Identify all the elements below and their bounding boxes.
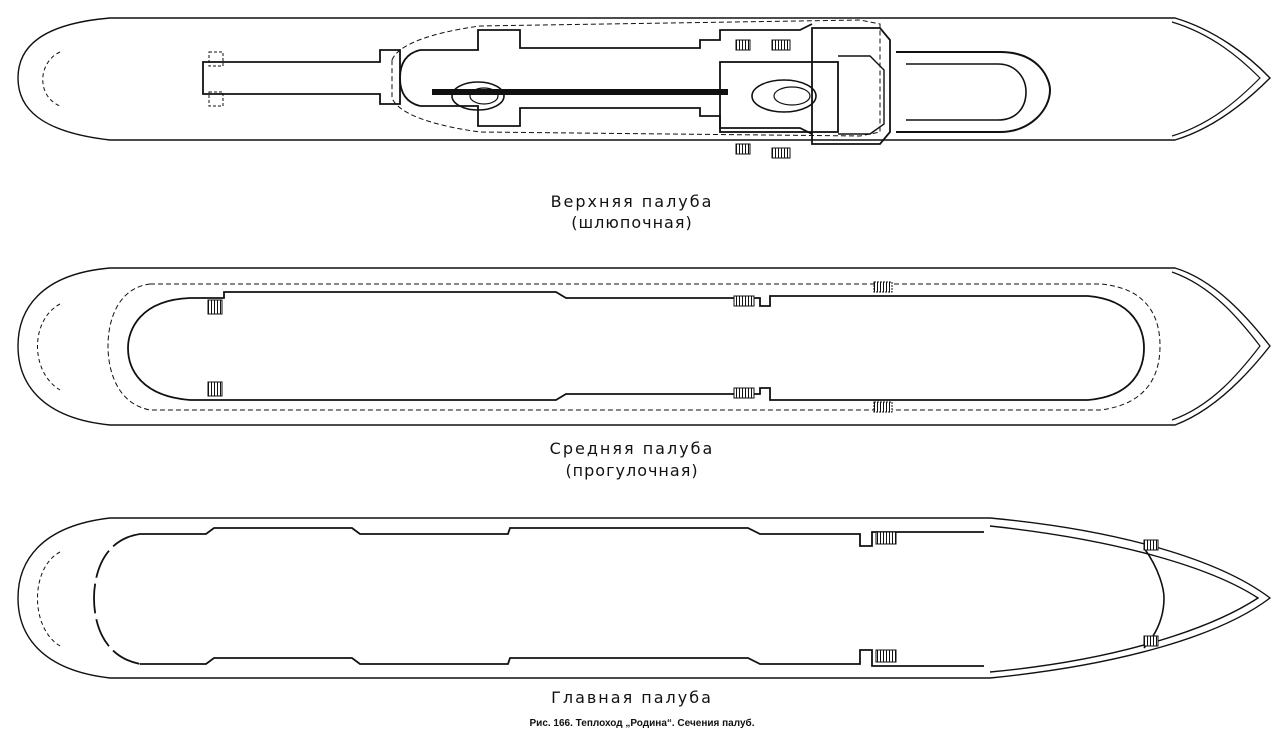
- deckhouse-wall-top: [420, 23, 813, 51]
- main-deck-aft-end: [93, 533, 141, 665]
- upper-deck-subtitle: (шлюпочная): [571, 213, 692, 232]
- middle-stair-aft-top: [207, 299, 223, 315]
- figure-caption: Рис. 166. Теплоход „Родина“. Сечения пал…: [530, 717, 755, 729]
- middle-deck-subtitle: (прогулочная): [565, 461, 698, 480]
- upper-deck-title: Верхняя палуба: [551, 192, 714, 211]
- ventilator-aft: [451, 81, 505, 111]
- bridge-wing: [838, 55, 885, 135]
- deckhouse-aft-end: [399, 49, 421, 107]
- middle-superstructure-bottom-wall: [190, 387, 1088, 401]
- stair-upper-1: [735, 39, 751, 51]
- deckhouse-wall-bottom: [420, 105, 813, 135]
- forward-deckhouse: [896, 51, 1052, 133]
- ventilator-fwd-inner: [773, 86, 811, 106]
- ventilator-aft-inner: [469, 87, 499, 105]
- middle-deck-stern-dashed: [37, 303, 61, 391]
- middle-superstructure-aft: [127, 297, 191, 401]
- main-stair-mid-top: [875, 531, 897, 545]
- upper-deck-plan: [17, 17, 1271, 159]
- middle-stair-aft-bottom: [207, 381, 223, 397]
- bridge-structure: [811, 27, 891, 145]
- promenade-dashed-line: [107, 283, 1161, 411]
- middle-stair-fwd-bottom: [873, 401, 893, 413]
- middle-stair-fwd-top: [873, 281, 893, 293]
- middle-stair-mid-bottom: [733, 387, 755, 399]
- main-deck-title: Главная палуба: [551, 688, 713, 707]
- middle-stair-mid-top: [733, 295, 755, 307]
- upper-deck-stern-dashed: [42, 51, 61, 107]
- upper-deck-bow-inner-line: [1171, 21, 1261, 137]
- stair-lower-1: [735, 143, 751, 155]
- mast-base: [719, 61, 839, 133]
- stair-upper-2: [771, 39, 791, 51]
- main-stair-mid-bottom: [875, 649, 897, 663]
- hatch-marker-upper: [208, 51, 224, 67]
- main-deck-bow-inner-line: [989, 525, 1260, 673]
- stair-lower-2: [771, 147, 791, 159]
- forward-deckhouse-inner: [906, 63, 1027, 121]
- hatch-marker-lower: [208, 91, 224, 107]
- middle-deck-hull-outline: [17, 267, 1271, 426]
- main-deck-plan: [17, 517, 1272, 679]
- ventilator-fwd: [751, 79, 817, 113]
- funnel-casing: [202, 49, 401, 105]
- main-stair-fwd-top: [1143, 539, 1159, 551]
- upper-deck-hull-outline: [17, 17, 1271, 141]
- main-deck-fwd-bulkhead: [1143, 547, 1165, 649]
- main-deck-stern-dashed: [37, 551, 61, 647]
- middle-deck-bow-inner-line: [1171, 271, 1261, 421]
- middle-deck-title: Средняя палуба: [550, 439, 715, 458]
- superstructure-dashed-outline: [391, 19, 881, 137]
- main-deck-hull-outline: [17, 517, 1272, 679]
- middle-superstructure-fwd: [1087, 295, 1145, 401]
- middle-deck-plan: [17, 267, 1271, 426]
- main-deck-bottom-wall: [140, 649, 984, 667]
- main-stair-fwd-bottom: [1143, 635, 1159, 647]
- main-deck-top-wall: [140, 527, 984, 547]
- middle-superstructure-top-wall: [190, 291, 1088, 307]
